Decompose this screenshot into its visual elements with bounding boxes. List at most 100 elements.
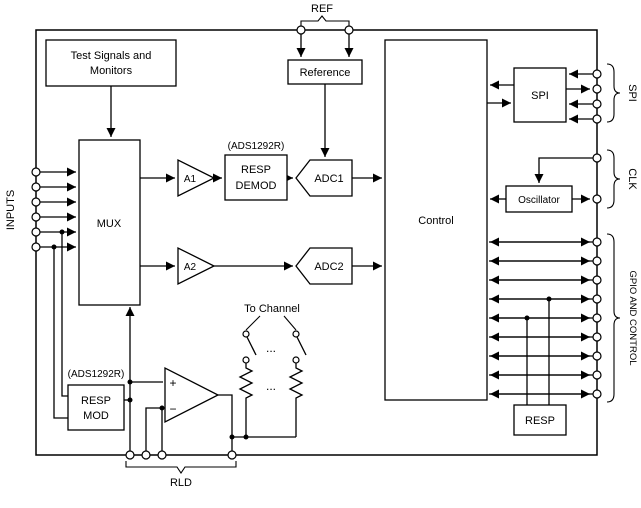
adc2-block: [295, 247, 353, 285]
adc1-label: ADC1: [314, 173, 343, 185]
resistor-symbol: [238, 363, 254, 404]
rld-pin: [125, 450, 135, 460]
ref-pin: [344, 25, 354, 35]
resistors-ellipsis: ...: [266, 379, 276, 393]
gpio-group-label: GPIO AND CONTROL: [627, 270, 638, 365]
spi-pin: [592, 114, 602, 124]
signal-wires: [40, 34, 593, 419]
resistor-symbol: [288, 363, 304, 404]
spi-pin: [592, 69, 602, 79]
test-signals-block: [45, 39, 177, 87]
resp-label: RESP: [525, 415, 555, 427]
input-pin: [31, 167, 41, 177]
spi-group-brace: [606, 63, 621, 123]
rld-amp-minus-label: −: [169, 402, 176, 416]
junction-dot: [159, 405, 165, 411]
junction-dot: [229, 434, 235, 440]
input-pin: [31, 227, 41, 237]
resp-block: [513, 404, 567, 436]
spi-block: [513, 67, 567, 123]
clk-group-brace: [606, 149, 621, 209]
input-branch-wire: [53, 247, 68, 419]
rld-pin: [141, 450, 151, 460]
rld-minus-wire: [145, 407, 163, 451]
a2-amplifier: [177, 246, 216, 286]
input-pin: [31, 242, 41, 252]
resp-demod-block: [224, 154, 288, 201]
junction-dot: [243, 434, 249, 440]
mux-label: MUX: [97, 218, 122, 230]
ref-group-bracket: [300, 15, 350, 26]
junction-dot: [51, 244, 57, 250]
rld-wires: [124, 307, 307, 451]
junction-dot: [127, 397, 133, 403]
gpio-wires: [489, 237, 593, 399]
resp-tap-wires: [526, 299, 550, 405]
rld-group-bracket: [125, 461, 237, 474]
resp-demod-label-line2: DEMOD: [236, 180, 277, 192]
gpio-pin: [592, 294, 602, 304]
junction-dots: [51, 229, 552, 440]
to-channel-bracket: [245, 315, 261, 331]
a1-amplifier: [177, 158, 216, 198]
resp-demod-label-line1: RESP: [241, 164, 271, 176]
input-pin: [31, 197, 41, 207]
input-pin: [31, 212, 41, 222]
resp-demod-variant-label: (ADS1292R): [228, 141, 285, 152]
resp-mod-variant-label: (ADS1292R): [68, 369, 125, 380]
gpio-pin: [592, 332, 602, 342]
ref-pin: [296, 25, 306, 35]
switch-blade: [296, 336, 307, 356]
junction-dot: [59, 229, 65, 235]
gpio-group-brace: [606, 233, 621, 403]
clk-pin: [592, 194, 602, 204]
spi-group-label: SPI: [626, 84, 638, 102]
package-pins: [31, 25, 602, 460]
switches-ellipsis: ...: [266, 341, 276, 355]
oscillator-block: [505, 185, 573, 213]
junction-dot: [127, 379, 133, 385]
to-channel-label: To Channel: [244, 303, 300, 315]
rld-group-label: RLD: [170, 477, 192, 489]
clk-pin-to-oscillator-wire: [534, 157, 593, 183]
gpio-pin: [592, 389, 602, 399]
rld-output-wire: [218, 394, 233, 451]
ref-group-label: REF: [311, 3, 333, 15]
switch-contact: [292, 330, 300, 338]
control-block: [384, 39, 488, 401]
test-signals-label-line1: Test Signals and: [71, 50, 152, 62]
mux-block: [78, 139, 141, 306]
reference-block: [287, 59, 363, 85]
adc2-label: ADC2: [314, 261, 343, 273]
switch-blade: [246, 336, 257, 356]
gpio-pin: [592, 313, 602, 323]
input-pin: [31, 182, 41, 192]
resp-mod-block: [67, 384, 125, 431]
adc1-block: [295, 159, 353, 197]
gpio-pin: [592, 370, 602, 380]
a1-label: A1: [184, 174, 197, 185]
junction-dot: [546, 296, 552, 302]
inputs-group-label: INPUTS: [5, 190, 17, 230]
spi-label: SPI: [531, 90, 549, 102]
clk-pin: [592, 153, 602, 163]
control-label: Control: [418, 215, 453, 227]
oscillator-label: Oscillator: [518, 195, 560, 206]
spi-pin: [592, 84, 602, 94]
spi-pin: [592, 99, 602, 109]
rld-pin: [227, 450, 237, 460]
rld-pin: [157, 450, 167, 460]
rld-amplifier: [164, 366, 220, 424]
to-channel-bracket: [283, 315, 297, 331]
clk-group-label: CLK: [626, 168, 638, 190]
input-branch-wire: [61, 232, 68, 397]
gpio-pin: [592, 351, 602, 361]
switch-contact: [292, 356, 300, 364]
gpio-pin: [592, 237, 602, 247]
gpio-pin: [592, 256, 602, 266]
rld-amp-plus-label: +: [169, 376, 176, 390]
junction-dot: [524, 315, 530, 321]
a2-label: A2: [184, 262, 197, 273]
resp-mod-label-line1: RESP: [81, 395, 111, 407]
